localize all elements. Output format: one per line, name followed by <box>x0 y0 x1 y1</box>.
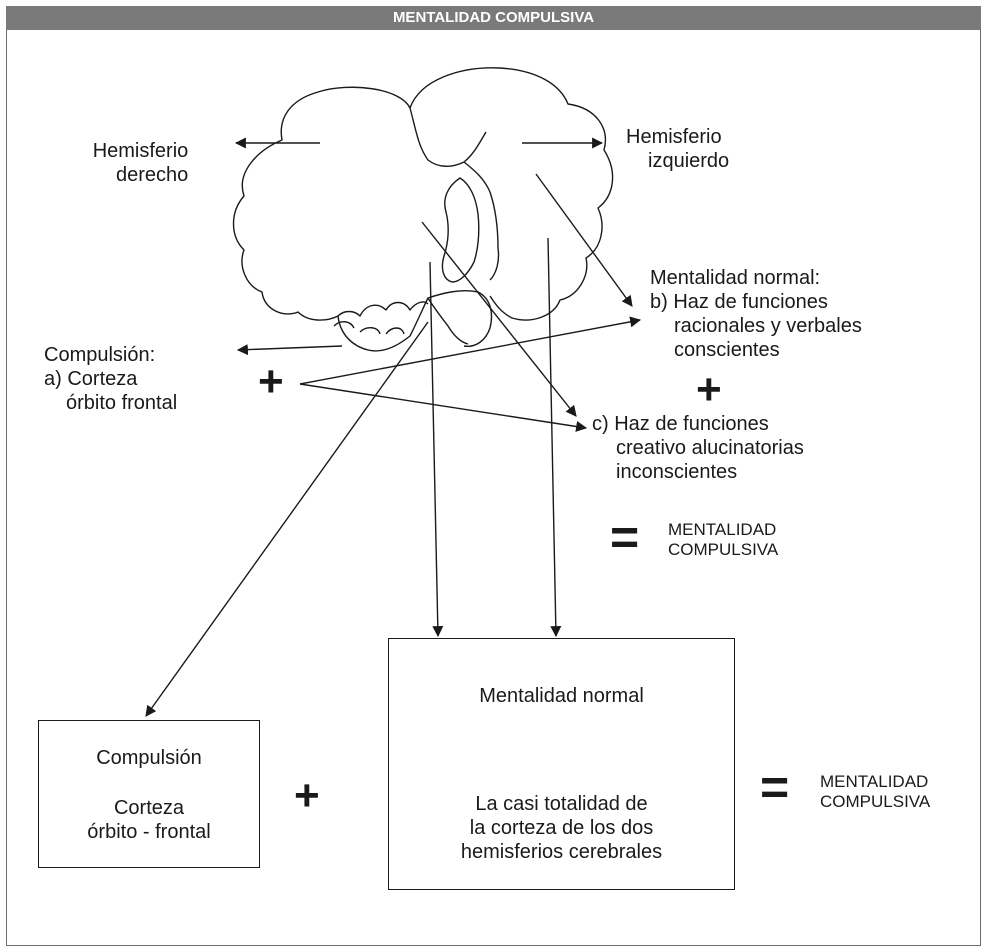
diagram-arrows <box>145 137 642 717</box>
diagram-title: MENTALIDAD COMPULSIVA <box>6 6 981 30</box>
equals-symbol-bottom: = <box>760 759 790 815</box>
plus-symbol-compulsion: + <box>258 357 284 406</box>
arrow-plus-to-c <box>299 383 588 432</box>
arrow-plus-to-b <box>299 316 642 385</box>
label-mentalidad-normal: Mentalidad normal: b) Haz de funciones r… <box>650 267 862 361</box>
label-mentalidad-compulsiva-bottom: MENTALIDAD COMPULSIVA <box>820 772 931 811</box>
box-normal-title: Mentalidad normal <box>479 685 644 707</box>
plus-symbol-bottom: + <box>294 771 320 820</box>
arrow-to-compulsion <box>236 344 343 356</box>
arrow-to-compulsion-box <box>145 321 429 717</box>
arrow-to-normal-box-left <box>429 261 444 638</box>
brain-illustration <box>232 67 614 352</box>
plus-symbol-normal: + <box>696 365 722 414</box>
box-normal-body: La casi totalidad de la corteza de los d… <box>460 793 663 863</box>
arrow-to-normal-b <box>535 173 633 307</box>
box-compulsion <box>38 720 260 868</box>
label-compulsion: Compulsión: a) Corteza órbito frontal <box>44 344 178 414</box>
box-compulsion-body: Corteza órbito - frontal <box>87 797 211 843</box>
label-hemisferio-derecho: Hemisferio derecho <box>92 140 189 186</box>
equals-symbol-top: = <box>610 509 640 565</box>
label-haz-creativo: c) Haz de funciones creativo alucinatori… <box>592 413 804 483</box>
label-hemisferio-izquierdo: Hemisferio izquierdo <box>626 126 730 172</box>
box-mentalidad-normal <box>388 638 735 890</box>
arrow-to-normal-box-right <box>547 237 562 638</box>
label-mentalidad-compulsiva-top: MENTALIDAD COMPULSIVA <box>668 520 779 559</box>
box-compulsion-title: Compulsión <box>96 747 202 769</box>
